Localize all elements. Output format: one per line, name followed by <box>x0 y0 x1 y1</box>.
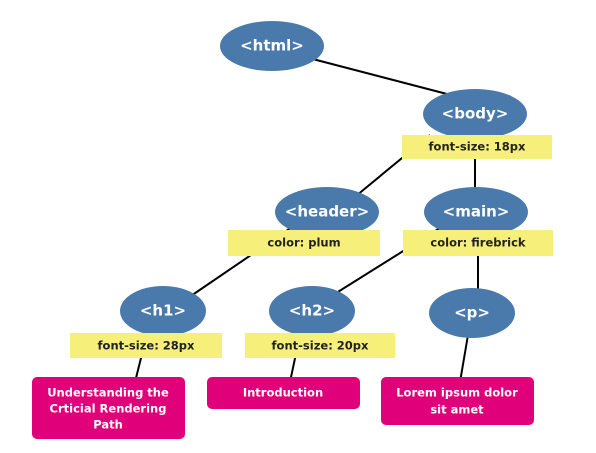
style-body: font-size: 18px <box>402 135 552 159</box>
content-h2-box <box>207 377 360 409</box>
node-body-shape <box>423 89 527 139</box>
node-p-shape <box>429 288 515 338</box>
style-body-label: font-size: 18px <box>429 140 526 154</box>
node-main: <main> <box>424 187 528 237</box>
edge-html-body <box>304 56 471 101</box>
node-p-label: <p> <box>454 304 490 322</box>
node-header-label: <header> <box>285 203 369 221</box>
content-p: Lorem ipsum dolor sit amet <box>381 377 534 425</box>
style-h2: font-size: 20px <box>245 333 395 358</box>
node-body: <body> <box>423 89 527 139</box>
content-h1: Understanding the Crticial Rendering Pat… <box>32 377 185 439</box>
content-p-line-2: sit amet <box>430 403 484 417</box>
content-p-box <box>381 377 534 425</box>
node-h2-label: <h2> <box>289 302 335 320</box>
content-h2: Introduction <box>207 377 360 409</box>
style-h2-box <box>245 333 395 358</box>
node-header: <header> <box>275 187 379 237</box>
node-h2: <h2> <box>269 286 355 336</box>
node-h1-shape <box>120 286 206 336</box>
node-h1-label: <h1> <box>140 302 186 320</box>
node-p: <p> <box>429 288 515 338</box>
content-h1-line-2: Crticial Rendering <box>50 402 167 416</box>
content-h1-box <box>32 377 185 439</box>
node-html: <html> <box>220 21 324 71</box>
style-h1-label: font-size: 28px <box>98 339 195 353</box>
content-h1-line-1: Understanding the <box>47 386 169 400</box>
style-body-box <box>402 135 552 159</box>
style-main: color: firebrick <box>403 230 553 256</box>
style-main-label: color: firebrick <box>430 236 525 250</box>
node-html-label: <html> <box>240 37 304 55</box>
style-header-box <box>228 230 380 256</box>
style-h2-label: font-size: 20px <box>272 339 369 353</box>
node-header-shape <box>275 187 379 237</box>
style-header: color: plum <box>228 230 380 256</box>
style-main-box <box>403 230 553 256</box>
style-header-label: color: plum <box>267 236 340 250</box>
node-h2-shape <box>269 286 355 336</box>
content-h2-line-1: Introduction <box>243 386 323 400</box>
node-main-label: <main> <box>443 203 510 221</box>
node-h1: <h1> <box>120 286 206 336</box>
style-h1: font-size: 28px <box>70 333 222 358</box>
node-main-shape <box>424 187 528 237</box>
content-h1-line-3: Path <box>93 418 123 432</box>
style-h1-box <box>70 333 222 358</box>
node-body-label: <body> <box>442 105 509 123</box>
edge-p-content <box>459 334 469 383</box>
node-html-shape <box>220 21 324 71</box>
content-p-line-1: Lorem ipsum dolor <box>396 386 518 400</box>
